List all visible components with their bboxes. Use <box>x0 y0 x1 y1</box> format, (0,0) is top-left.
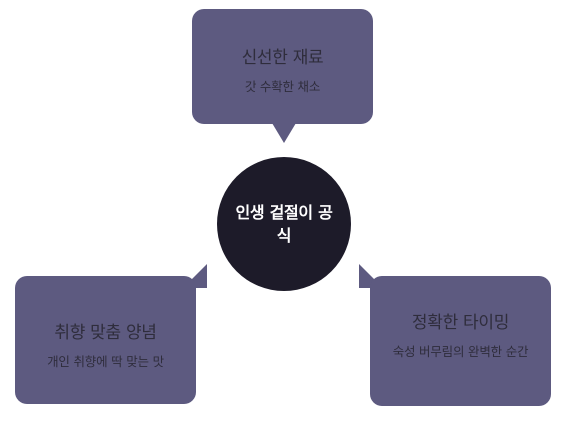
callout-custom-seasoning: 취향 맞춤 양념 개인 취향에 딱 맞는 맛 <box>15 276 196 404</box>
callout-description: 갓 수확한 채소 <box>244 79 321 94</box>
callout-fresh-ingredients: 신선한 재료 갓 수확한 채소 <box>192 9 373 124</box>
callout-exact-timing: 정확한 타이밍 숙성 버무림의 완벽한 순간 <box>370 276 551 406</box>
callout-title: 정확한 타이밍 <box>411 313 510 333</box>
top-callout-pointer <box>272 123 296 143</box>
callout-title: 취향 맞춤 양념 <box>54 323 157 343</box>
center-hub: 인생 겉절이 공식 <box>217 157 351 291</box>
callout-title: 신선한 재료 <box>241 48 324 68</box>
callout-description: 숙성 버무림의 완벽한 순간 <box>392 344 529 359</box>
hub-label: 인생 겉절이 공식 <box>235 203 333 245</box>
callout-description: 개인 취향에 딱 맞는 맛 <box>47 354 164 369</box>
